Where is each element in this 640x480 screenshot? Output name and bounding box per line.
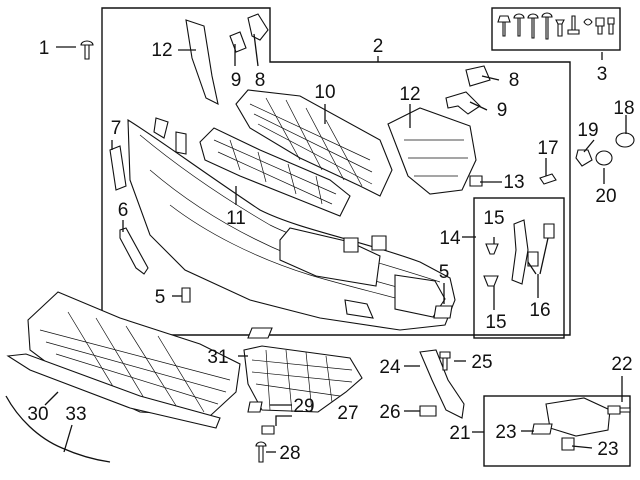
center-grille [235,89,393,197]
guide-bracket-upper [247,13,269,41]
bracket-clip-a [485,243,499,255]
hardware-kit-frame [491,7,621,51]
guide-clip-upper [229,31,247,53]
upper-bracket-right [387,107,477,195]
bushing [595,150,613,166]
callout-16: 16 [529,300,550,321]
lower-side-bracket [545,397,611,437]
air-deflector [6,353,221,429]
retainer [469,175,483,187]
pad-24 [531,423,553,435]
tow-eye-cover [343,237,359,253]
callout-21: 21 [449,423,470,444]
callout-11: 11 [226,208,246,229]
energy-absorber [199,127,351,217]
side-guide-left [109,145,127,191]
bumper-clip [181,287,191,303]
callout-14: 14 [439,228,461,249]
clip-17 [539,173,557,185]
clip-30 [247,401,263,413]
clip-27 [419,405,437,417]
callout-17: 17 [537,138,558,159]
callout-15-upper: 15 [483,208,504,229]
guide-clip-right [445,91,481,115]
bracket-nut-b [527,251,539,267]
side-trim [419,349,465,419]
callout-32: 31 [207,347,228,368]
side-bracket-left [119,227,149,275]
callout-12-right: 12 [399,84,420,105]
clip-28 [261,425,275,435]
bolt-26 [439,351,451,371]
callout-27: 26 [379,402,400,423]
callout-8-upper: 8 [255,70,266,91]
nut-23 [561,437,575,451]
callout-18: 18 [613,98,634,119]
lower-bracket-frame [483,395,631,467]
callout-10: 10 [314,82,335,103]
callout-13: 13 [503,172,524,193]
callout-33: 33 [65,404,86,425]
callout-1: 2 [373,36,384,57]
bracket-kit-frame [473,197,565,339]
spacer-nut [575,149,593,167]
fog-lamp-cover [433,305,453,319]
callout-2: 3 [597,64,608,85]
callout-24: 23 [495,422,516,443]
side-mount-bracket [511,219,529,285]
callout-19: 19 [577,120,598,141]
callout-5: 5 [155,287,166,308]
upper-bracket-left [185,19,219,106]
callout-25: 24 [379,357,401,378]
callout-9-upper: 9 [231,70,242,91]
callout-30: 29 [293,396,314,417]
callout-4: 5 [439,262,450,283]
lower-grille [243,345,363,413]
screw-29 [255,441,267,463]
callout-20: 20 [595,186,616,207]
bolt-22 [607,405,631,415]
callout-31: 30 [27,404,48,425]
callout-23: 23 [597,439,618,460]
callout-3: 1 [39,38,50,59]
callout-9-right: 9 [497,100,508,121]
bumper-cover [127,117,456,339]
bracket-nut-a [543,223,555,239]
sensor-holder [371,235,387,251]
callout-7: 7 [111,118,122,139]
callout-8-right: 8 [509,70,520,91]
callout-29: 28 [279,443,300,464]
leader-lines [44,33,627,453]
callout-28: 27 [337,403,358,424]
callout-22: 22 [611,354,632,375]
push-rivet [80,40,94,60]
callout-15-lower: 15 [485,312,506,333]
callout-26: 25 [471,352,492,373]
bumper-grommet [615,132,635,148]
callout-6: 6 [118,200,129,221]
callout-labels: 1 2 3 12 9 8 10 12 8 9 7 6 11 13 17 19 1… [27,36,634,464]
bracket-clip-b [483,275,499,287]
callout-12-upper: 12 [151,40,172,61]
guide-bracket-right [465,65,491,87]
fastener-kit-parts [497,12,615,40]
trim-strip [5,395,111,463]
